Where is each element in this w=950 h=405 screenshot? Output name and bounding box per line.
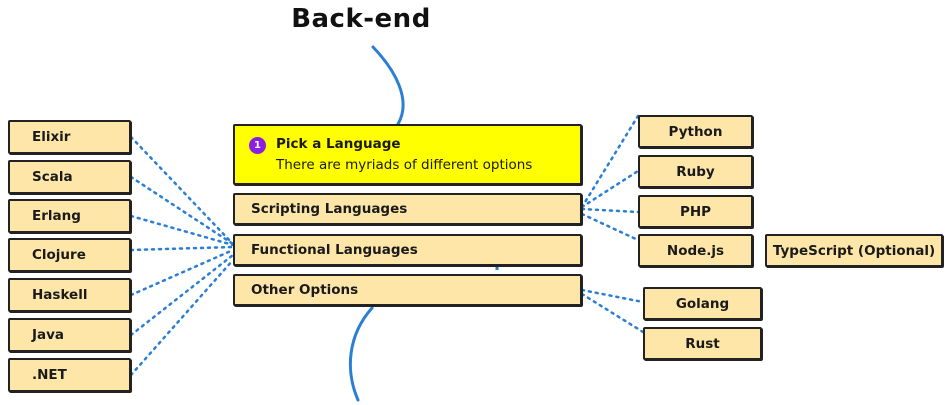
link-clojure (129, 245, 235, 252)
link-haskell (129, 248, 235, 297)
link-rust (580, 292, 645, 334)
step-title: Pick a Language (276, 136, 401, 152)
node-label: Rust (685, 335, 720, 352)
node-haskell[interactable]: Haskell (8, 278, 131, 312)
node-java[interactable]: Java (8, 318, 131, 352)
node-label: Scala (32, 169, 73, 185)
node-dotnet[interactable]: .NET (8, 358, 131, 392)
node-label: Haskell (32, 287, 88, 303)
link-dotnet (129, 258, 235, 377)
node-label: Scripting Languages (251, 201, 408, 217)
link-golang (580, 288, 645, 304)
node-label: Erlang (32, 208, 81, 224)
step-number-badge: 1 (249, 137, 266, 154)
node-golang[interactable]: Golang (643, 287, 762, 320)
node-other-options[interactable]: Other Options (233, 274, 582, 306)
step-subtitle: There are myriads of different options (276, 157, 533, 173)
link-elixir (129, 135, 235, 246)
node-label: .NET (32, 367, 67, 383)
node-label: Elixir (32, 129, 71, 145)
spine-bottom (348, 306, 374, 402)
step-pick-language[interactable]: 1 Pick a Language There are myriads of d… (233, 124, 582, 185)
node-clojure[interactable]: Clojure (8, 238, 131, 272)
node-label: Java (32, 327, 65, 343)
node-label: PHP (679, 203, 712, 220)
link-python (580, 114, 640, 209)
link-scala (129, 175, 235, 246)
link-erlang (129, 214, 235, 247)
link-java (129, 253, 235, 337)
node-label: Node.js (666, 242, 725, 259)
node-label: Ruby (676, 163, 715, 180)
node-label: Golang (675, 295, 730, 312)
node-label: TypeScript (Optional) (772, 242, 936, 259)
link-nodejs (580, 212, 640, 242)
page-title: Back-end (291, 4, 431, 34)
node-nodejs[interactable]: Node.js (638, 234, 753, 267)
node-scala[interactable]: Scala (8, 160, 131, 194)
link-php (580, 207, 640, 214)
node-ruby[interactable]: Ruby (638, 155, 753, 188)
node-scripting-languages[interactable]: Scripting Languages (233, 193, 582, 225)
link-ruby (580, 169, 640, 209)
node-label: Functional Languages (251, 242, 418, 258)
node-label: Other Options (251, 282, 359, 298)
node-python[interactable]: Python (638, 115, 753, 148)
node-label: Clojure (32, 247, 86, 263)
node-label: Python (668, 123, 723, 140)
node-rust[interactable]: Rust (643, 327, 762, 360)
node-functional-languages[interactable]: Functional Languages (233, 234, 582, 266)
node-erlang[interactable]: Erlang (8, 199, 131, 233)
node-elixir[interactable]: Elixir (8, 120, 131, 154)
spine-top (371, 45, 405, 126)
node-typescript[interactable]: TypeScript (Optional) (765, 234, 943, 267)
node-php[interactable]: PHP (638, 195, 753, 228)
